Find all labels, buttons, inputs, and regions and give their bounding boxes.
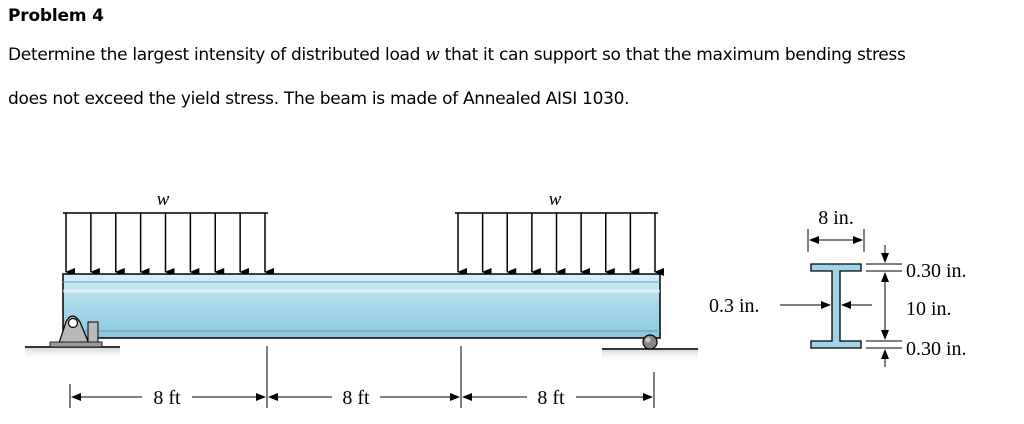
span-dimensions [69, 346, 655, 408]
statement-text: that it can support so that the maximum … [439, 45, 906, 65]
distributed-load-left [63, 212, 274, 276]
roller-support [642, 334, 658, 350]
top-flange-thickness-label: 0.30 in. [906, 260, 967, 282]
span-label-3: 8 ft [537, 387, 565, 409]
beam [62, 273, 661, 339]
web-thickness-label: 0.3 in. [709, 295, 760, 317]
pin-support [49, 315, 103, 348]
section-depth-label: 10 in. [906, 298, 952, 320]
problem-title: Problem 4 [8, 6, 104, 26]
cross-section [810, 263, 862, 349]
problem-statement-line2: does not exceed the yield stress. The be… [8, 89, 630, 109]
span-label-2: 8 ft [342, 387, 370, 409]
problem-statement-line1: Determine the largest intensity of distr… [8, 45, 906, 65]
ground-right [602, 348, 698, 362]
bottom-flange-thickness-label: 0.30 in. [906, 338, 967, 360]
statement-text: Determine the largest intensity of distr… [8, 45, 426, 65]
load-label-right: w [549, 189, 562, 210]
load-variable: w [425, 45, 440, 65]
load-label-left: w [157, 189, 170, 210]
span-label-1: 8 ft [153, 387, 181, 409]
distributed-load-right [455, 212, 664, 276]
section-dimensions [780, 229, 902, 367]
flange-width-label: 8 in. [818, 207, 854, 229]
ground-left [25, 346, 120, 360]
